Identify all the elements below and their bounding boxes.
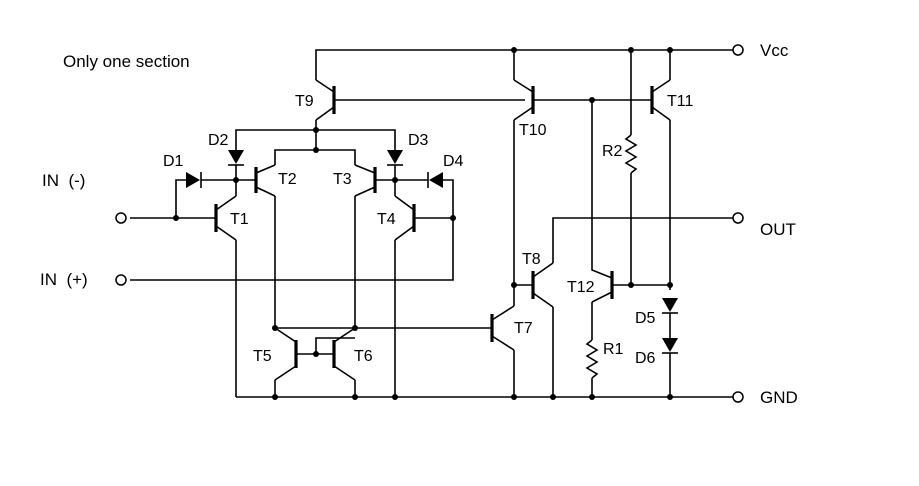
t3-label: T3 [333,171,352,188]
transistor-t12 [591,100,673,340]
diode-d5 [662,298,678,338]
t12-label: T12 [567,279,595,296]
r1-label: R1 [603,341,624,358]
t5-label: T5 [253,348,272,365]
diode-d2 [228,150,244,180]
vcc-label: Vcc [760,41,789,60]
resistor-r1 [585,339,599,397]
t11-label: T11 [667,93,693,110]
t9-label: T9 [295,93,314,110]
d4-label: D4 [443,153,464,170]
t1-label: T1 [230,211,249,228]
t7-label: T7 [514,320,533,337]
in-plus-terminal [115,274,127,286]
d2-label: D2 [208,132,229,149]
out-terminal [732,212,744,224]
d3-label: D3 [408,132,429,149]
transistor-t11 [650,79,671,290]
in-plus-label: IN (+) [40,270,88,289]
section-note: Only one section [63,52,190,71]
in-minus-label: IN (-) [42,171,85,190]
transistor-t8 [511,217,733,397]
resistor-r2 [624,134,638,285]
diode-d6 [662,338,678,397]
gnd-terminal [732,391,744,403]
transistor-t1 [130,180,237,397]
gnd-label: GND [760,388,798,407]
in-minus-terminal [115,212,127,224]
transistor-t6 [332,327,356,397]
gnd-rail [236,394,733,400]
transistor-t4 [130,180,456,397]
diff-pair-bias [235,127,396,165]
diode-d3 [387,150,403,180]
transistor-t2 [233,164,276,328]
r2-label: R2 [602,143,623,160]
transistor-t5 [272,325,358,397]
transistor-t10 [513,79,652,285]
vcc-terminal [732,44,744,56]
d5-label: D5 [635,310,656,327]
vcc-rail [315,47,733,135]
transistor-t9 [315,79,525,130]
diode-d4 [395,172,454,218]
t10-label: T10 [519,122,547,139]
transistor-t7 [355,285,515,397]
t8-label: T8 [522,251,541,268]
t2-label: T2 [278,171,297,188]
transistor-t3 [354,164,398,328]
t6-label: T6 [354,348,373,365]
t4-label: T4 [377,211,396,228]
d6-label: D6 [635,350,656,367]
diode-d1 [175,172,236,218]
d1-label: D1 [163,153,184,170]
out-label: OUT [760,220,796,239]
